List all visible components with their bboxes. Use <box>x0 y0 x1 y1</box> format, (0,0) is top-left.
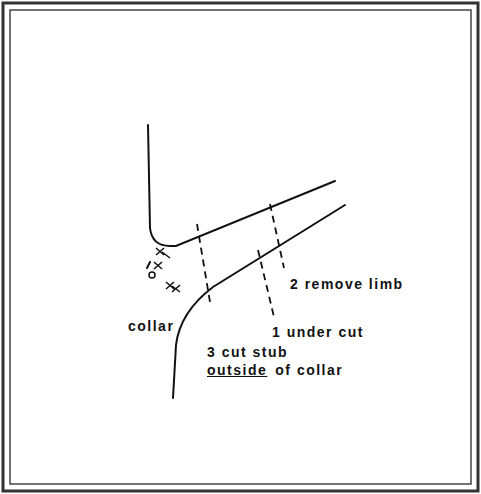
cut-label: 3 cut stub <box>207 344 288 360</box>
cut-line-2 <box>270 204 284 268</box>
note-text: outside <box>207 362 267 378</box>
cut-line-3 <box>197 224 210 302</box>
outer-frame <box>3 3 478 491</box>
collar-marks <box>149 248 180 292</box>
cut-label: 1 under cut <box>272 324 364 340</box>
bark-stroke <box>147 262 150 268</box>
inner-frame <box>10 10 471 484</box>
note-text: of collar <box>275 362 343 378</box>
cut-line-1 <box>258 250 274 317</box>
cut-label: 2 remove limb <box>290 276 404 292</box>
part-label: collar <box>128 318 174 334</box>
branch-bottom-and-trunk <box>173 205 345 398</box>
